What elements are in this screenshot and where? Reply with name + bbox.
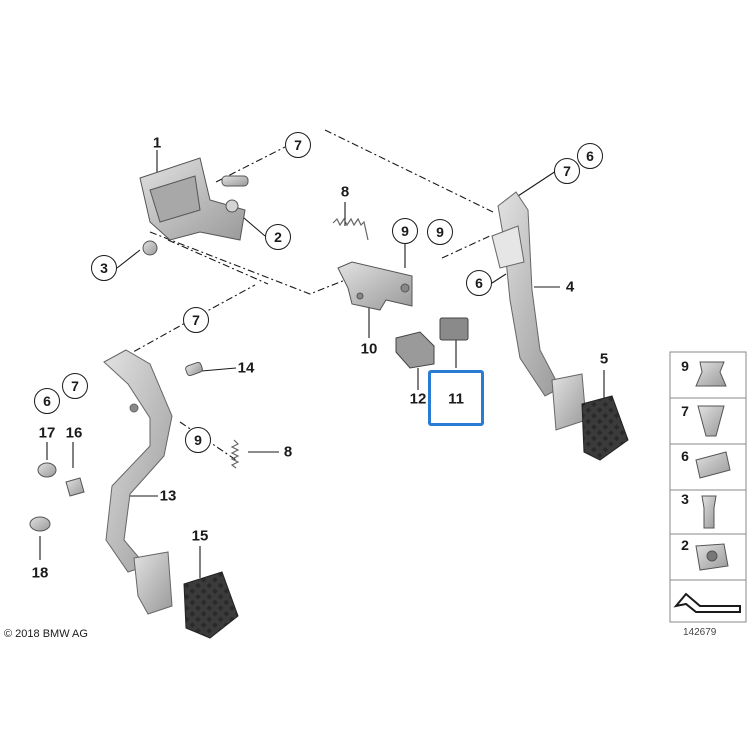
label-17[interactable]: 17 [38, 424, 56, 442]
label-4[interactable]: 4 [565, 278, 575, 296]
diagram-id: 142679 [683, 627, 717, 638]
label-12[interactable]: 12 [409, 390, 427, 408]
callout-6-left[interactable]: 6 [34, 388, 60, 414]
switch-bracket [337, 261, 413, 311]
callout-6-mid[interactable]: 6 [466, 270, 492, 296]
spring-bottom [230, 439, 240, 469]
callout-2[interactable]: 2 [265, 224, 291, 250]
switches [395, 317, 469, 369]
pedal-bracket [139, 157, 249, 256]
clutch-pedal [491, 191, 629, 461]
label-8-bottom[interactable]: 8 [283, 443, 293, 461]
legend-9: 9 [681, 358, 689, 374]
label-10[interactable]: 10 [360, 340, 378, 358]
callout-7-left[interactable]: 7 [62, 373, 88, 399]
callout-9-top[interactable]: 9 [392, 218, 418, 244]
label-1[interactable]: 1 [152, 134, 162, 152]
label-16[interactable]: 16 [65, 424, 83, 442]
legend-panel [669, 351, 747, 623]
legend-icons [673, 361, 741, 613]
label-13[interactable]: 13 [159, 487, 177, 505]
label-5[interactable]: 5 [599, 350, 609, 368]
callout-3[interactable]: 3 [91, 255, 117, 281]
label-14[interactable]: 14 [237, 359, 255, 377]
highlight-box[interactable] [428, 370, 484, 426]
callout-9-right[interactable]: 9 [427, 219, 453, 245]
callout-9-left[interactable]: 9 [185, 427, 211, 453]
label-18[interactable]: 18 [31, 564, 49, 582]
callout-7-top[interactable]: 7 [285, 132, 311, 158]
label-11[interactable]: 11 [448, 390, 464, 408]
legend-7: 7 [681, 403, 689, 419]
legend-6: 6 [681, 448, 689, 464]
callout-7-right[interactable]: 7 [554, 158, 580, 184]
legend-3: 3 [681, 491, 689, 507]
label-8-top[interactable]: 8 [340, 183, 350, 201]
callout-6-right[interactable]: 6 [577, 143, 603, 169]
copyright-text: © 2018 BMW AG [4, 628, 88, 640]
label-15[interactable]: 15 [191, 527, 209, 545]
callout-7-mid[interactable]: 7 [183, 307, 209, 333]
small-parts [29, 361, 203, 532]
spring-top [332, 217, 369, 241]
legend-2: 2 [681, 537, 689, 553]
brake-pedal [103, 349, 239, 639]
